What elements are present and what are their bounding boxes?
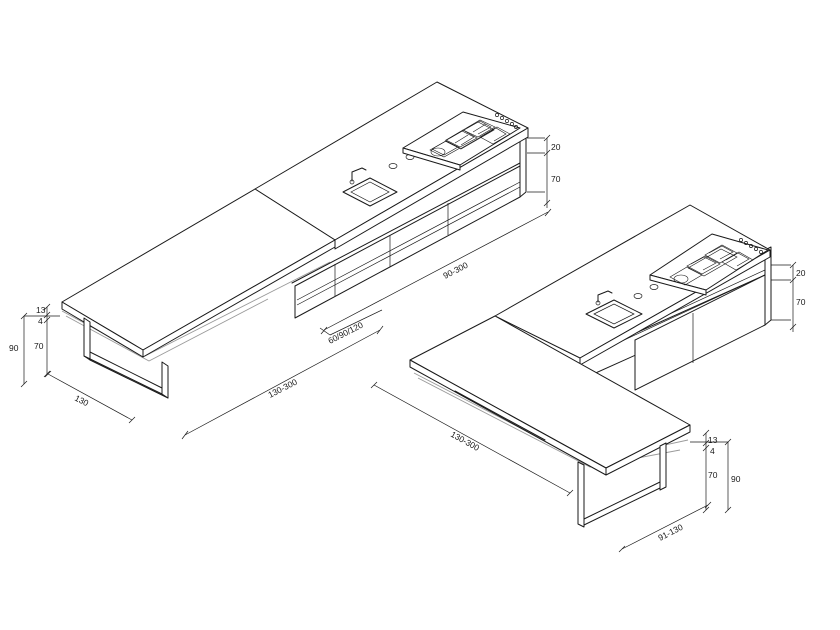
left-dim-height-left: 13 4 70 90 (9, 303, 60, 388)
left-dim-cabinet-depth-label: 60/90/120 (326, 320, 364, 346)
left-sink-basin (342, 177, 398, 207)
left-table-underside-ghost-2 (65, 298, 269, 362)
left-leg-stretcher (83, 355, 163, 395)
left-dim-table-length-label: 130-300 (266, 377, 299, 400)
left-drawer-rail-2 (296, 186, 521, 306)
right-hob-grates (669, 244, 754, 286)
right-hob-front (649, 274, 707, 296)
right-dim-top-thickness: 13 (708, 435, 718, 445)
right-table-side-edge (605, 424, 691, 476)
right-faucet-icon (597, 290, 613, 303)
left-dim-table-depth-label: 130 (73, 393, 90, 408)
left-dim-leg-height: 70 (34, 341, 44, 351)
left-dim-table-length: 130-300 (181, 325, 384, 440)
right-faucet-base (595, 300, 601, 306)
left-faucet-base (349, 179, 355, 185)
right-dim-table-depth: 91-130 (618, 501, 712, 553)
left-dim-top-thickness: 13 (36, 305, 46, 315)
left-dim-hob-rise: 20 (551, 142, 561, 152)
right-dim-total-height: 90 (731, 474, 741, 484)
left-dim-cabinet-height: 70 (551, 174, 561, 184)
left-hob-knobs (495, 113, 518, 129)
left-table-side-edge (142, 239, 336, 358)
right-dim-table-length-label: 130-300 (449, 429, 481, 453)
right-leg-stretcher-2 (583, 481, 661, 520)
left-faucet-icon (351, 167, 367, 182)
right-leg-front (577, 461, 585, 528)
right-dim-height-side: 13 4 70 90 (690, 429, 741, 514)
left-dim-island-length-label: 90-300 (441, 260, 469, 281)
right-dim-leg-height: 70 (708, 470, 718, 480)
left-leg-front (83, 317, 91, 361)
right-tap-hole-1 (633, 293, 643, 299)
left-sink-inner (350, 181, 390, 203)
left-dim-height-right: 20 70 (527, 134, 561, 208)
right-dim-cabinet-height: 70 (796, 297, 806, 307)
right-dim-hob-rise: 20 (796, 268, 806, 278)
right-island: 20 70 130-300 91-130 13 (370, 204, 806, 553)
left-leg-stretcher-3 (89, 351, 163, 389)
left-cabinet-top-edge (291, 162, 521, 284)
right-table-underframe (454, 390, 546, 441)
right-dim-frame-thickness: 4 (710, 446, 715, 456)
left-tap-hole-1 (388, 163, 398, 169)
left-leg-rear (161, 361, 169, 399)
left-dim-table-depth: 130 (44, 370, 136, 424)
right-table-underside-ghost-2 (417, 377, 681, 468)
right-hob-knobs (739, 238, 763, 254)
right-sink-inner (593, 303, 635, 325)
right-dim-table-depth-label: 91-130 (656, 522, 684, 543)
right-sink-basin (585, 299, 643, 329)
right-dim-height-right: 20 70 (771, 261, 806, 332)
left-island: 20 70 90-300 60/90/120 130-300 (9, 81, 561, 440)
left-dim-total-height: 90 (9, 343, 19, 353)
left-drawer-rail (296, 181, 521, 301)
left-leg-stretcher-2 (89, 359, 169, 399)
right-leg-stretcher (583, 487, 661, 526)
right-leg-rear (659, 442, 667, 491)
left-dim-cabinet-depth: 60/90/120 (319, 309, 383, 346)
left-dim-frame-thickness: 4 (38, 316, 43, 326)
right-tap-hole-2 (649, 284, 659, 290)
left-cabinet-end (519, 137, 527, 198)
left-hob-grates (429, 119, 511, 158)
right-cabinet-lower (634, 274, 766, 391)
left-hob-front (402, 147, 461, 171)
